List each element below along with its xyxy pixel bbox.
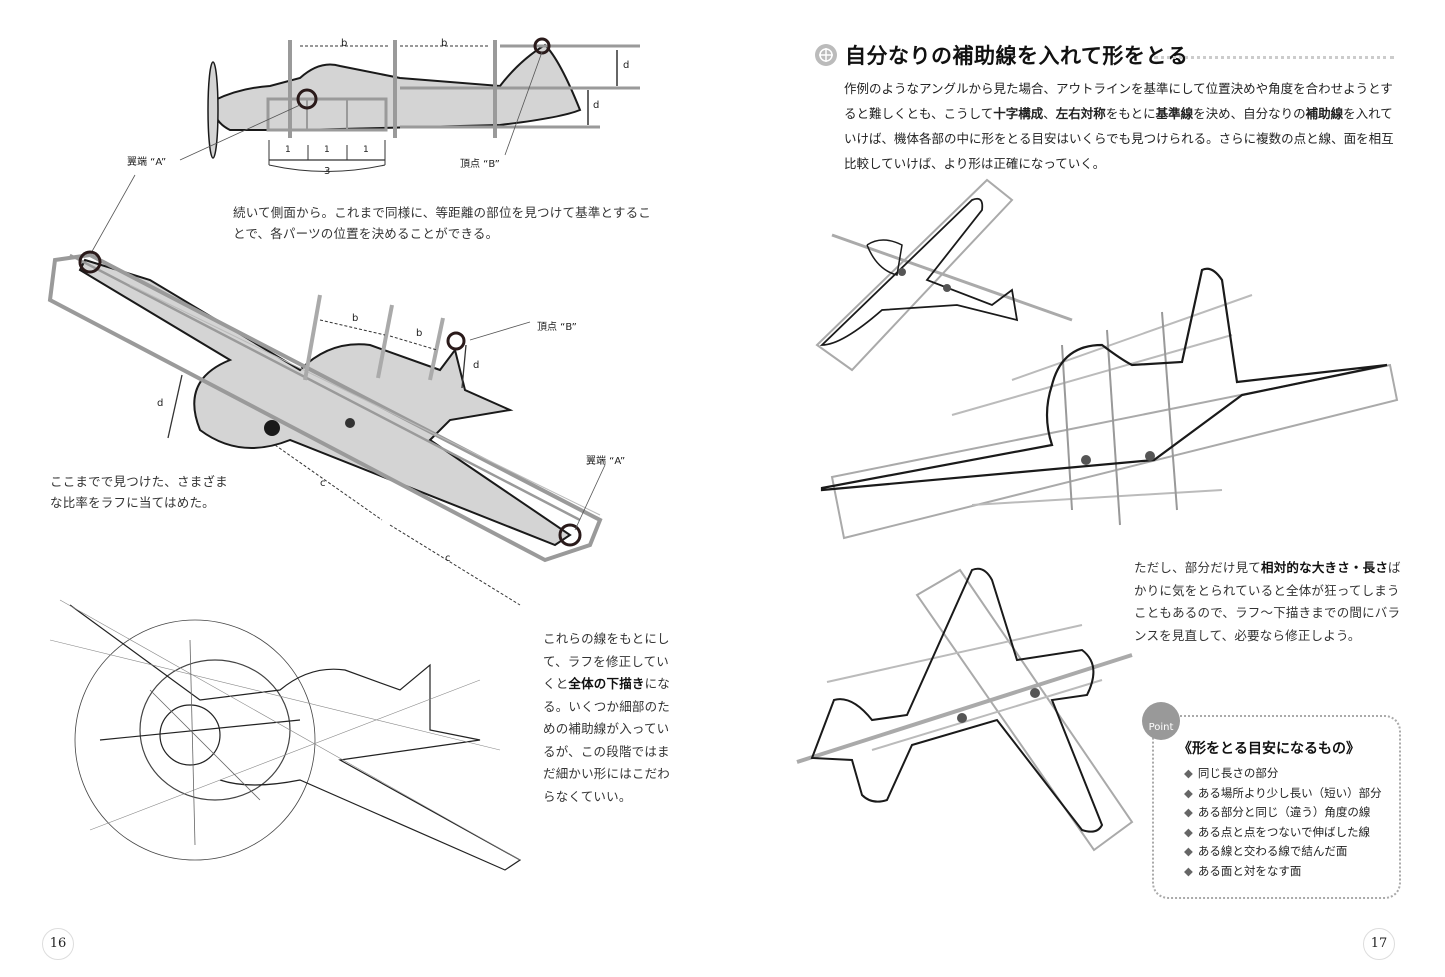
diamond-bullet-icon: ◆	[1184, 805, 1193, 819]
caution-paragraph: ただし、部分だけ見て相対的な大きさ・長さばかりに気をとられていると全体が狂ってし…	[1134, 557, 1404, 647]
point-item-text: ある線と交わる線で結んだ面	[1197, 844, 1348, 858]
side-label-wingtip-a: 翼端 “A”	[127, 157, 167, 168]
point-list-item: ◆ ある線と交わる線で結んだ面	[1184, 842, 1382, 862]
sketch-plane-middle	[820, 267, 1399, 540]
rough-sketch-airplane	[49, 599, 522, 871]
diamond-bullet-icon: ◆	[1184, 785, 1193, 800]
emphasis-text: 左右対称	[1055, 106, 1106, 121]
perspective-airplane	[47, 250, 606, 606]
side-label-unit1: 1	[285, 145, 291, 155]
emphasis-text: 相対的な大きさ・長さ	[1261, 560, 1389, 575]
persp-label-c2: c	[445, 553, 451, 564]
section-title: 自分なりの補助線を入れて形をとる	[845, 44, 1189, 68]
right-page: 自分なりの補助線を入れて形をとる 作例のようなアングルから見た場合、アウトライン…	[722, 0, 1445, 977]
persp-label-vertex-b: 頂点 “B”	[537, 322, 577, 333]
side-label-d2: d	[593, 100, 600, 111]
side-view-airplane	[89, 37, 640, 256]
body-text: をもとに	[1105, 106, 1156, 121]
side-view-diagram	[47, 37, 640, 871]
caption-ratio: ここまでで見つけた、さまざまな比率をラフに当てはめた。	[50, 474, 228, 510]
point-list-item: ◆ ある点と点をつないで伸ばした線	[1184, 823, 1382, 843]
intro-paragraph: 作例のようなアングルから見た場合、アウトラインを基準にして位置決めや角度を合わせ…	[844, 76, 1399, 176]
emphasis-text: 十字構成	[993, 106, 1044, 121]
page-number-left: 16	[42, 928, 74, 960]
point-list-item: ◆ ある部分と同じ（違う）角度の線	[1184, 803, 1382, 823]
sketch-plane-top	[815, 178, 1073, 372]
side-label-b1: b	[341, 38, 348, 49]
body-text: ばかりに気をとられていると全体が狂ってしまうこともあるので、ラフ～下描きまでの間…	[1134, 560, 1401, 643]
section-heading: 自分なりの補助線を入れて形をとる	[815, 40, 1188, 70]
point-item-text: ある部分と同じ（違う）角度の線	[1197, 805, 1371, 819]
side-label-d1: d	[623, 60, 630, 71]
persp-label-d-right: d	[473, 360, 480, 371]
caption-side-view: 続いて側面から。これまで同様に、等距離の部位を見つけて基準とすることで、各パーツ…	[233, 205, 651, 241]
emphasis-text: 全体の下描き	[568, 676, 645, 691]
emphasis-text: 補助線	[1305, 106, 1344, 121]
body-text: これらの線をもとにして、ラフを修正していくと	[543, 631, 670, 691]
body-text: を入れていけば、機体各部の中に形をとる目安はいくらでも見つけられる。さらに複数の…	[844, 106, 1394, 171]
point-list-item: ◆ 同じ長さの部分	[1184, 764, 1382, 784]
body-text: を決め、自分なりの	[1193, 106, 1306, 121]
body-text: になる。いくつか細部のための補助線が入っているが、この段階ではまだ細かい形にはこ…	[543, 676, 671, 804]
persp-label-d-left: d	[157, 398, 164, 409]
point-list-item: ◆ ある場所より少し長い（短い）部分	[1184, 784, 1382, 804]
point-item-text: ある点と点をつないで伸ばした線	[1197, 824, 1371, 839]
diamond-bullet-icon: ◆	[1184, 844, 1193, 858]
side-label-vertex-b: 頂点 “B”	[460, 159, 500, 170]
point-badge: Point	[1142, 702, 1180, 740]
emphasis-text: 基準線	[1155, 106, 1194, 121]
caption-sketch: これらの線をもとにして、ラフを修正していくと全体の下描きになる。いくつか細部のた…	[543, 628, 671, 808]
point-item-text: 同じ長さの部分	[1197, 766, 1279, 780]
diamond-bullet-icon: ◆	[1184, 824, 1193, 839]
body-text: 作例のようなアングルから見た場合、アウトラインを基準にして位置決めや角度を合わせ…	[844, 81, 1393, 121]
point-item-text: ある面と対をなす面	[1197, 863, 1302, 878]
point-item-text: ある場所より少し長い（短い）部分	[1197, 785, 1382, 800]
side-label-unit2: 1	[324, 145, 330, 155]
crosshair-circle-icon	[815, 44, 837, 66]
point-list-item: ◆ ある面と対をなす面	[1184, 862, 1382, 882]
left-page: b b d d 1 1 1 3 翼端 “A” 頂点 “B” b b d d c …	[0, 0, 722, 977]
sketch-plane-bottom	[796, 567, 1134, 852]
point-list: ◆ 同じ長さの部分 ◆ ある場所より少し長い（短い）部分 ◆ ある部分と同じ（違う）角度の…	[1184, 764, 1382, 881]
persp-label-wingtip-a: 翼端 “A”	[586, 456, 626, 467]
point-box	[1152, 715, 1401, 899]
persp-label-b1: b	[352, 313, 359, 324]
point-title: 《形をとる目安になるもの》	[1178, 741, 1360, 757]
side-label-b2: b	[441, 38, 448, 49]
page-number-right: 17	[1363, 928, 1395, 960]
side-label-total: 3	[324, 166, 331, 177]
persp-label-c1: c	[320, 478, 326, 489]
side-label-unit3: 1	[363, 145, 369, 155]
diamond-bullet-icon: ◆	[1184, 766, 1193, 780]
persp-label-b2: b	[416, 328, 423, 339]
heading-dotted-rule	[1154, 56, 1394, 59]
body-text: 、	[1043, 106, 1056, 121]
diamond-bullet-icon: ◆	[1184, 863, 1193, 878]
guide-sketches	[796, 178, 1399, 852]
body-text: ただし、部分だけ見て	[1134, 560, 1262, 575]
